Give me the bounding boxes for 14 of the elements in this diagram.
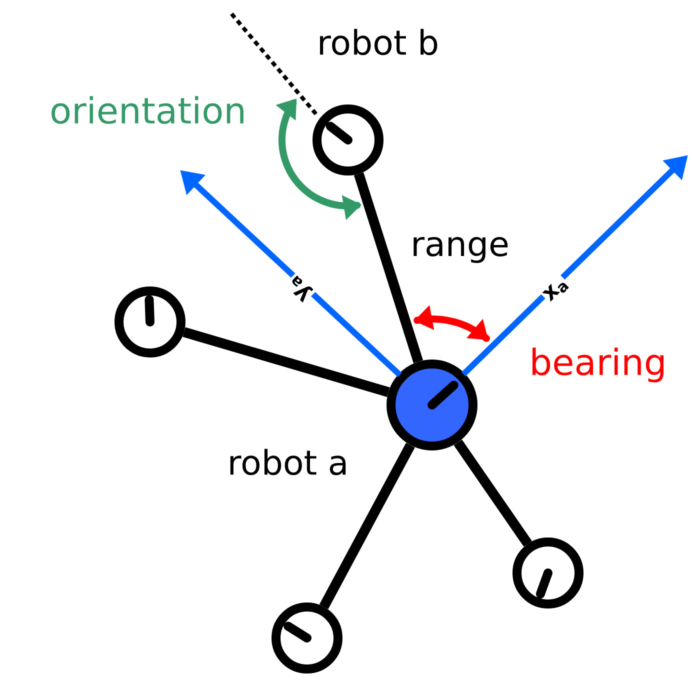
axis-label: x$_{a}$ bbox=[540, 274, 572, 306]
robot-circle bbox=[114, 286, 186, 358]
connector-line bbox=[354, 172, 424, 364]
connector-line bbox=[182, 327, 390, 397]
angle-label: orientation bbox=[52, 96, 244, 124]
robot-circle bbox=[272, 602, 342, 674]
robot-label: robot a bbox=[230, 448, 346, 476]
angle-label: bearing bbox=[532, 348, 664, 382]
axis-label: y$_{a}$ bbox=[284, 272, 316, 304]
connector-line bbox=[319, 442, 415, 610]
robot-label: robot b bbox=[320, 28, 438, 56]
edge-label: range bbox=[414, 236, 508, 264]
robot-circle bbox=[512, 538, 584, 608]
connector-line bbox=[454, 440, 532, 547]
